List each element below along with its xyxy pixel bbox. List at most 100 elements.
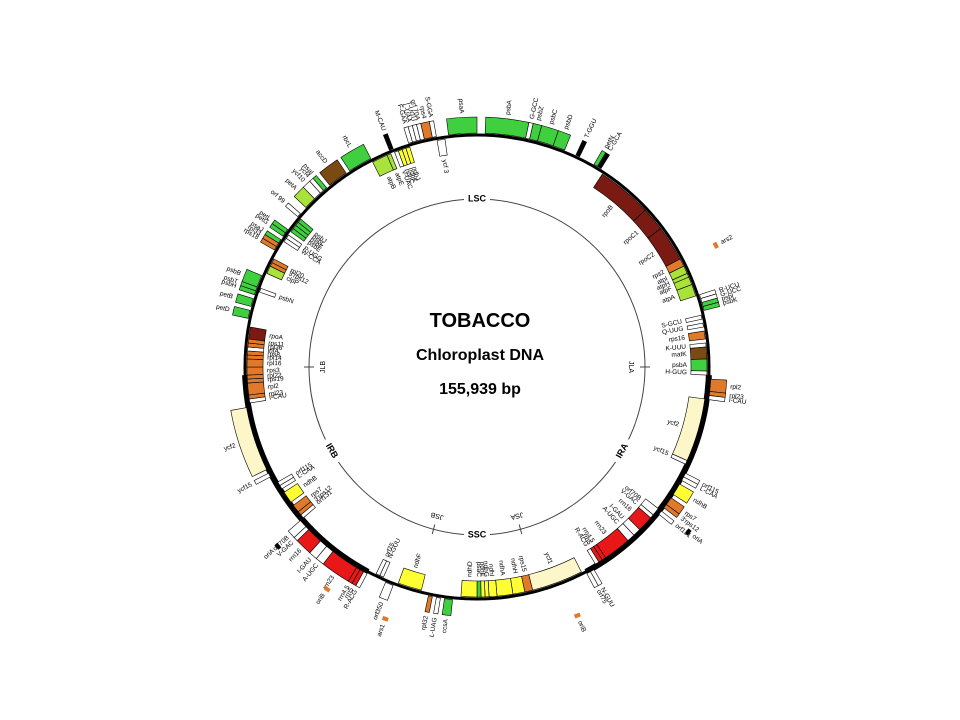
gene-label: ndhF	[412, 553, 423, 569]
gene-block	[405, 146, 415, 164]
gene-label: infA	[267, 347, 279, 355]
gene-label: Q-UUG	[662, 326, 685, 337]
gene-label: psbT	[223, 274, 239, 285]
gene-block	[446, 116, 478, 136]
gene-label: rrn16	[288, 547, 304, 563]
gene-block	[285, 202, 301, 218]
gene-block	[681, 476, 699, 489]
gene-label: ndhG	[482, 561, 490, 577]
junction-tick	[518, 524, 523, 535]
gene-label: T-GGU	[583, 117, 598, 139]
gene-label: rbcL	[340, 134, 353, 149]
gene-label: rps16	[668, 334, 685, 343]
gene-label: psbH	[221, 278, 238, 290]
gene-label: psbD	[563, 113, 575, 130]
gene-label: psbZ	[535, 106, 545, 122]
genome-title: TOBACCO	[430, 310, 531, 332]
gene-label: orf 99	[269, 189, 286, 205]
gene-block	[235, 293, 254, 307]
gene-label: petB	[219, 290, 234, 300]
gene-block	[246, 358, 264, 368]
gene-block	[241, 268, 262, 288]
origin-label: oriA	[691, 533, 705, 546]
gene-blocks	[230, 116, 727, 616]
gene-label: rpl2	[730, 384, 742, 392]
gene-block	[378, 582, 394, 601]
gene-block	[702, 301, 720, 311]
gene-label: psbN	[278, 294, 295, 306]
gene-label: atpB	[385, 175, 397, 190]
gene-block	[663, 504, 680, 518]
gene-label: rpl23	[729, 392, 745, 401]
gene-label: rps19	[267, 376, 284, 384]
gene-label: petD	[215, 304, 230, 314]
gene-block	[441, 598, 453, 616]
gene-label: L-UAG	[429, 617, 439, 638]
gene-block	[253, 472, 271, 485]
gene-label: rps15	[517, 555, 528, 573]
gene-label: S-GCU	[661, 318, 683, 329]
gene-label: ycf1	[543, 551, 554, 565]
gene-block	[708, 395, 726, 403]
gene-block	[428, 120, 437, 138]
gene-block	[575, 140, 587, 158]
junction-label: JSA	[509, 510, 524, 520]
gene-block	[480, 580, 486, 598]
gene-label: rpoC1	[622, 229, 640, 246]
backbone-ring	[242, 133, 712, 601]
region-label-group: LSC	[464, 192, 490, 206]
origin-marker	[323, 585, 331, 593]
gene-label: psbC	[548, 108, 559, 125]
gene-block	[248, 326, 267, 342]
gene-label: atpE	[393, 172, 405, 188]
origin-marker	[381, 615, 389, 622]
gene-label: psaA	[457, 98, 465, 114]
gene-label: G-GCC	[529, 97, 541, 120]
gene-label: psbI	[721, 293, 735, 303]
gene-label: rpl36	[268, 344, 283, 352]
gene-block	[397, 567, 426, 591]
region-label-halo	[464, 528, 490, 542]
origin-marker	[712, 241, 719, 249]
region-label: SSC	[468, 529, 487, 539]
region-label-group: SSC	[464, 528, 490, 542]
gene-block	[552, 130, 572, 151]
gene-label: ndhB	[692, 497, 709, 511]
gene-block	[271, 219, 289, 234]
gene-block	[386, 153, 398, 171]
origin-marker	[573, 612, 581, 619]
gene-label: ndhI	[487, 564, 495, 577]
gene-label: rpoA	[269, 333, 284, 342]
gene-block	[264, 230, 282, 244]
gene-block	[283, 483, 305, 503]
gene-block	[670, 453, 688, 465]
gene-block	[246, 366, 264, 376]
gene-block	[319, 159, 347, 186]
gene-label: psaC	[475, 562, 482, 578]
gene-block	[586, 571, 599, 589]
gene-block	[436, 138, 448, 157]
gene-label: H-GUG	[665, 369, 687, 377]
genome-subtitle: Chloroplast DNA	[416, 347, 544, 364]
gene-block	[685, 314, 703, 323]
origin-label: oriB	[576, 620, 587, 633]
region-ring	[308, 198, 646, 536]
gene-block	[287, 520, 307, 538]
origin-label: oriB	[315, 592, 327, 606]
junction-label: JLB	[320, 361, 327, 373]
gene-label: petA	[284, 177, 299, 192]
gene-label: atpA	[661, 294, 677, 305]
gene-label: rpoC2	[637, 251, 656, 267]
gene-label: rpoB	[601, 204, 615, 219]
gene-label: rpl2	[268, 383, 280, 391]
region-label: LSC	[468, 193, 487, 203]
gene-label: T-UGU	[405, 101, 417, 123]
gene-label: ycf2	[223, 442, 237, 452]
gene-block	[277, 473, 294, 486]
gene-label: ndhA	[497, 560, 506, 577]
gene-block	[460, 580, 478, 598]
gene-block	[230, 407, 268, 477]
gene-block	[686, 322, 704, 331]
gene-label: S-GGA	[423, 96, 434, 119]
